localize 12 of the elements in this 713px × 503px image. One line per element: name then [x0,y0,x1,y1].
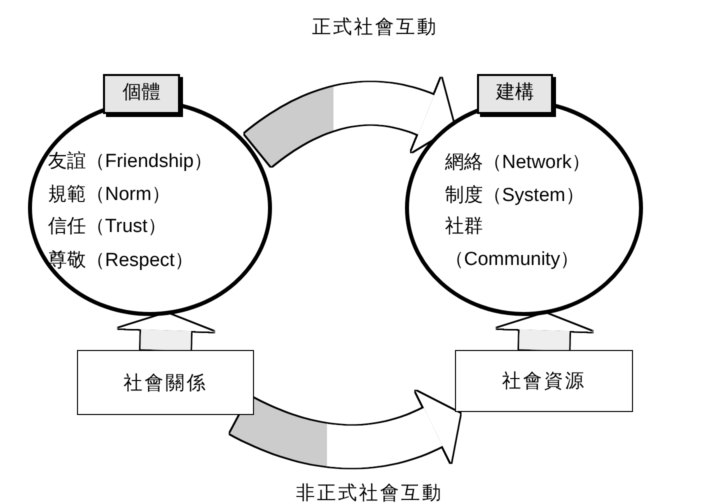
heading-label: 建構 [477,74,553,114]
item-text: 規範（Norm） [48,183,170,207]
item-text: 信任（Trust） [48,215,167,239]
edge-label: 非正式社會互動 [296,480,443,503]
item-text: 制度（System） [445,184,584,208]
text-box: 社會關係 [77,350,254,415]
item-text: 尊敬（Respect） [48,249,194,273]
heading-label: 個體 [103,74,180,114]
item-text: 網絡（Network） [445,151,591,175]
text-box: 社會資源 [455,350,633,412]
item-text: 友誼（Friendship） [48,150,213,174]
item-text: 社群（Community） [445,215,580,272]
